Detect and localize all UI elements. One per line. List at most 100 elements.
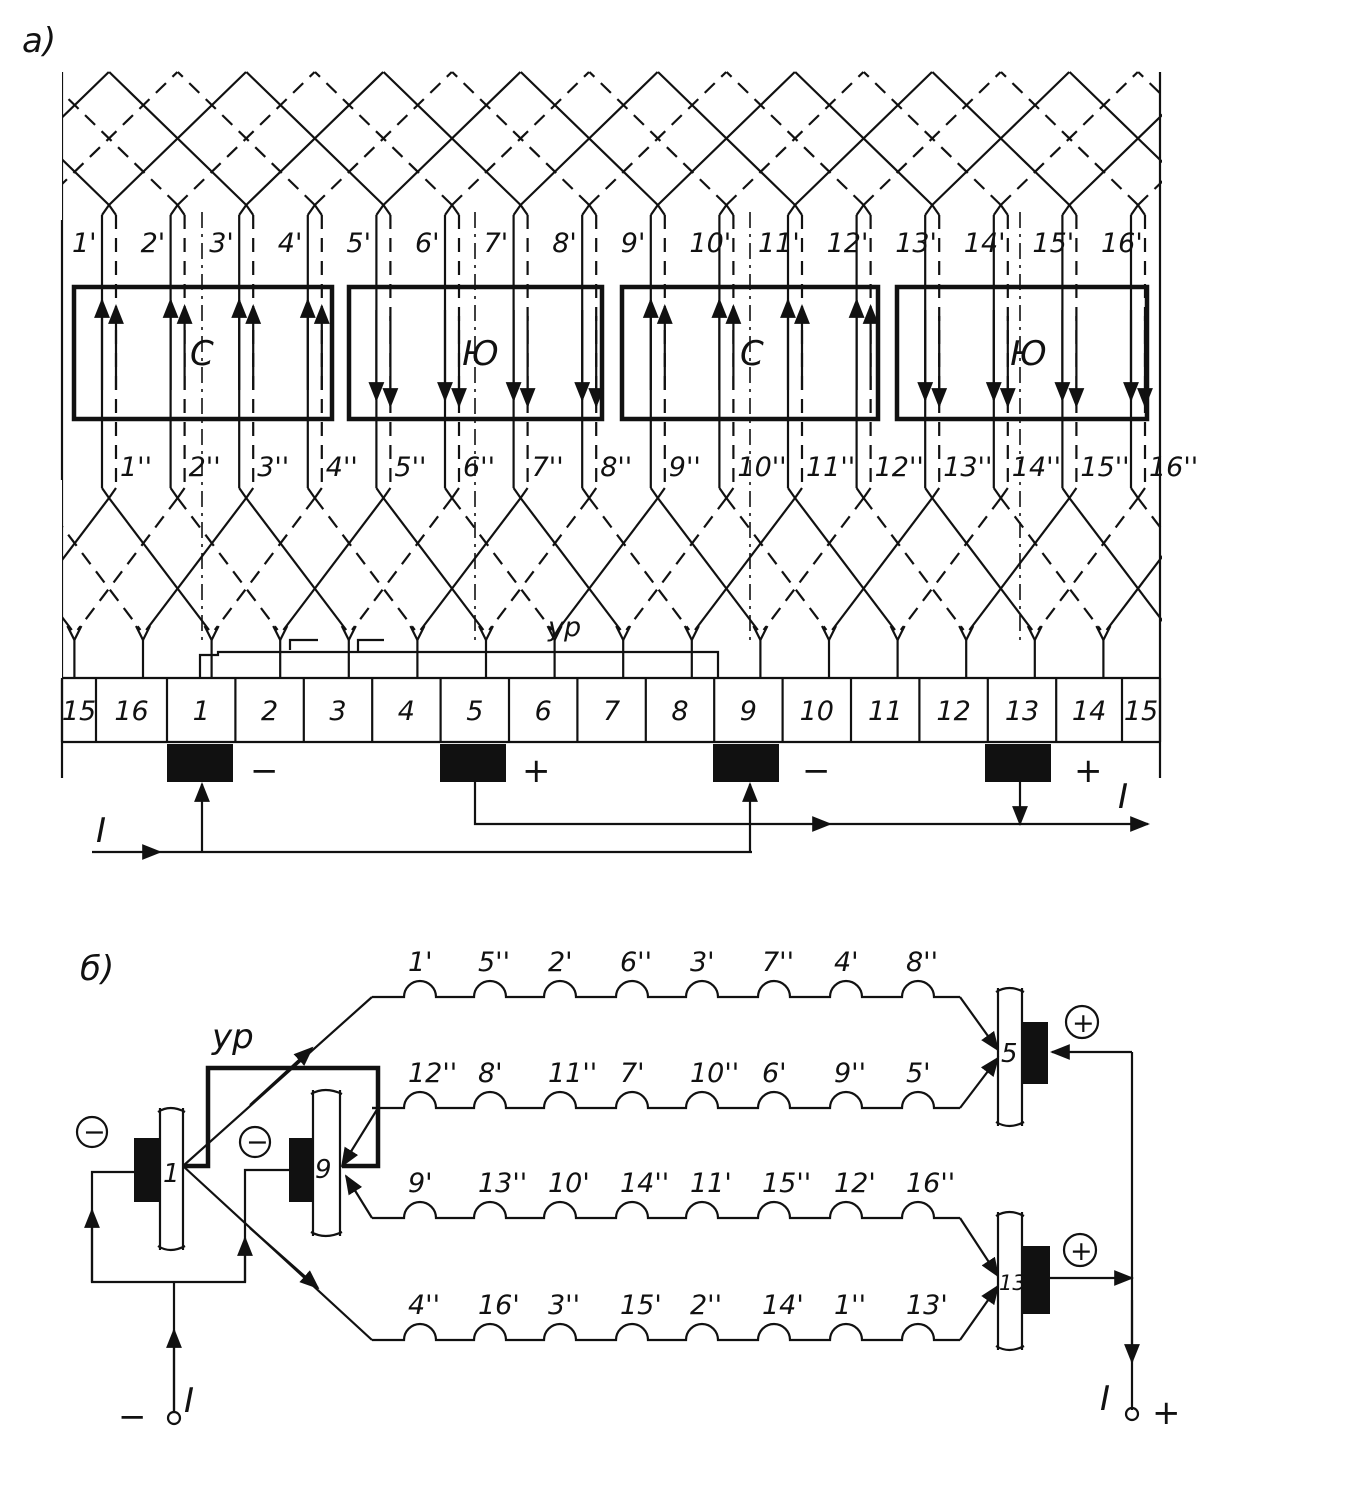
path-1-label-6: 7'' [762,947,794,978]
path-4-label-7: 1'' [834,1290,866,1321]
bottom-label-9: 9'' [669,452,701,483]
coil-sides [94,204,1153,640]
brush-b5 [1022,1022,1048,1084]
path-2-label-1: 12'' [408,1058,457,1089]
top-label-1: 1' [72,228,97,259]
external-circuit: I I [92,777,1150,860]
path-4-label-2: 16' [478,1290,520,1321]
equalizer-b-label: ур [211,1017,254,1057]
pole-label-2: Ю [462,334,499,374]
bottom-label-13: 13'' [943,452,992,483]
top-label-6: 6' [415,228,440,259]
path-3-label-4: 14'' [620,1168,669,1199]
path-3: 9'13''10'14''11'15''12'16'' [372,1168,960,1220]
bottom-label-2: 2'' [189,452,221,483]
parallel-paths: 1'5''2'6''3'7''4'8''12''8'11''7'10''6'9'… [182,947,1000,1342]
commutator-segment-13: 11 [868,696,902,727]
minus-terminal: − [118,1397,147,1437]
top-label-3: 3' [209,228,234,259]
slot-7 [505,204,536,499]
part-b-diagram: б) 1'5''2'6''3'7''4'8''12''8'11''7'10''6… [75,947,1181,1437]
pole-label-4: Ю [1010,334,1047,374]
commutator-segment-3: 1 [193,696,210,727]
plus-sign-1: + [1064,1004,1100,1040]
path-2-label-2: 8' [478,1058,503,1089]
top-end-connections [0,60,1361,220]
path-1: 1'5''2'6''3'7''4'8'' [372,947,960,999]
top-label-15: 15' [1032,228,1074,259]
equalizer-connection: ур [198,612,720,678]
slot-6 [437,204,467,499]
equalizer-label: ур [547,612,581,643]
segment-1: 1 [134,1106,186,1252]
commutator-segment-8: 6 [535,696,552,727]
path-1-label-5: 3' [690,947,715,978]
segment-5: 5 [995,986,1048,1128]
bottom-label-5: 5'' [394,452,426,483]
bottom-label-4: 4'' [326,452,358,483]
bottom-label-12: 12'' [875,452,924,483]
path-2-label-8: 5' [906,1058,931,1089]
pole-box-3 [619,284,881,422]
commutator-segment-5: 3 [329,696,346,727]
brush-sign-3: − [802,751,831,791]
top-label-12: 12' [827,228,869,259]
commutator-segment-11: 9 [740,696,757,727]
current-label-b-out: I [1100,1379,1110,1419]
slot-9 [642,204,673,499]
svg-text:−: − [246,1127,269,1158]
bottom-label-8: 8'' [600,452,632,483]
plus-sign-2: + [1062,1232,1098,1268]
path-4-label-5: 2'' [690,1290,722,1321]
slot-13 [917,204,948,499]
bottom-label-3: 3'' [257,452,289,483]
slot-10 [711,204,742,499]
path-3-label-6: 15'' [762,1168,811,1199]
commutator-segment-17: 15 [1124,696,1158,727]
top-label-9: 9' [621,228,646,259]
brush-sign-4: + [1074,751,1103,791]
segment-13-label: 13 [999,1271,1026,1295]
path-3-label-3: 10' [548,1168,590,1199]
current-label-b-in: I [184,1381,194,1421]
bottom-label-15: 15'' [1080,452,1129,483]
path-4-label-1: 4'' [408,1290,440,1321]
slot-2 [162,204,193,499]
top-label-7: 7' [484,228,509,259]
brush-sign-1: − [250,751,279,791]
top-label-11: 11' [758,228,800,259]
bottom-end-connections [0,480,1361,680]
commutator-segment-9: 7 [603,696,620,727]
path-3-label-7: 12' [834,1168,876,1199]
path-4-label-6: 14' [762,1290,804,1321]
pole-box-1 [71,284,335,422]
segment-9: 9 [289,1088,343,1238]
slot-5 [368,204,399,499]
commutator-segment-2: 16 [114,696,148,727]
path-2-label-4: 7' [620,1058,645,1089]
pole-label-3: С [740,334,764,374]
bottom-label-6: 6'' [463,452,495,483]
path-1-label-8: 8'' [906,947,938,978]
commutator-segment-7: 5 [466,696,483,727]
brush-b1 [134,1138,160,1202]
top-label-8: 8' [552,228,577,259]
bottom-conductor-labels: 1''2''3''4''5''6''7''8''9''10''11''12''1… [120,452,1198,483]
top-label-10: 10' [689,228,731,259]
path-4-label-4: 15' [620,1290,662,1321]
bottom-label-14: 14'' [1012,452,1061,483]
brush-b13 [1022,1246,1050,1314]
path-4-label-8: 13' [906,1290,948,1321]
slot-12 [848,204,879,499]
external-leads-b: − I I + [84,1044,1181,1437]
bottom-label-16: 16'' [1149,452,1198,483]
path-3-label-5: 11' [690,1168,732,1199]
path-2-label-3: 11'' [548,1058,597,1089]
slot-4 [299,204,330,499]
top-conductor-labels: 1'2'3'4'5'6'7'8'9'10'11'12'13'14'15'16' [72,228,1143,259]
top-label-5: 5' [346,228,371,259]
path-1-label-4: 6'' [620,947,652,978]
commutator-segment-6: 4 [398,696,415,727]
path-1-label-2: 5'' [478,947,510,978]
path-1-label-1: 1' [408,947,433,978]
